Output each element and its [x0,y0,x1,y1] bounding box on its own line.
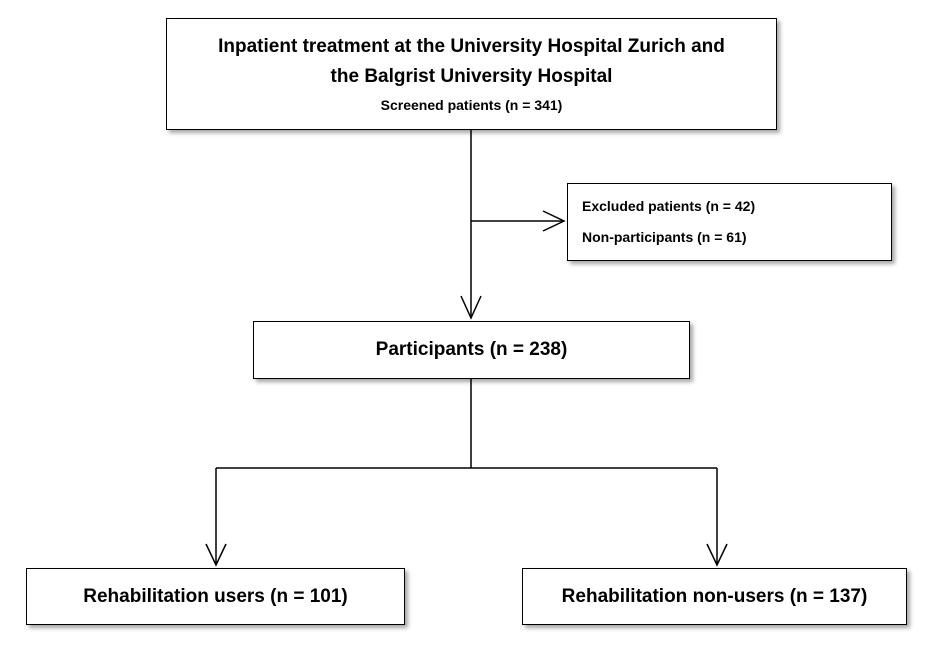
arrowhead-participants [460,295,482,320]
participants-box: Participants (n = 238) [253,321,690,379]
non-participants-label: Non-participants (n = 61) [582,229,747,245]
screened-box-line2: the Balgrist University Hospital [330,66,613,87]
excluded-box: Excluded patients (n = 42) Non-participa… [567,183,892,261]
arrowhead-rehab-users [205,543,227,567]
excluded-patients-label: Excluded patients (n = 42) [582,198,756,214]
rehabilitation-non-users-box: Rehabilitation non-users (n = 137) [522,568,907,625]
rehabilitation-users-label: Rehabilitation users (n = 101) [83,585,348,607]
rehabilitation-non-users-label: Rehabilitation non-users (n = 137) [561,585,868,607]
participants-label: Participants (n = 238) [375,339,568,360]
screened-box-line1: Inpatient treatment at the University Ho… [218,36,725,57]
arrowhead-rehab-nonusers [706,543,728,567]
rehabilitation-users-box: Rehabilitation users (n = 101) [26,568,405,625]
arrowhead-excluded [542,210,566,232]
screened-box-count: Screened patients (n = 341) [380,97,563,113]
screened-patients-box: Inpatient treatment at the University Ho… [166,18,777,130]
